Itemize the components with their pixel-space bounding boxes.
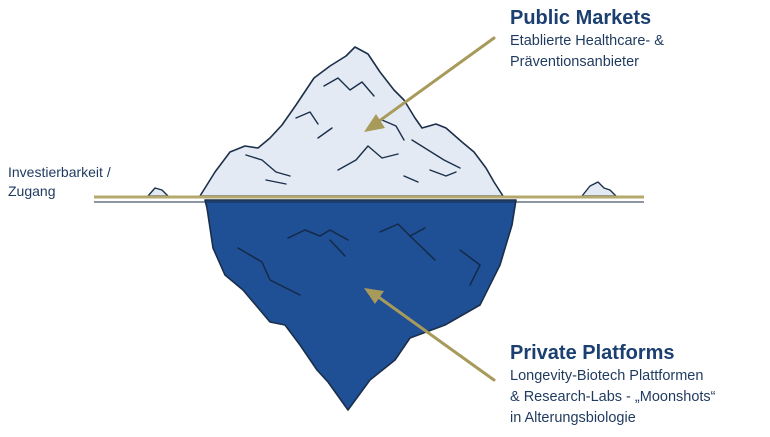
- public-markets-label: Public Markets Etablierte Healthcare- & …: [510, 6, 664, 72]
- arrow-private-platforms: [364, 288, 496, 382]
- underwater-crack-lines: [237, 223, 481, 296]
- public-markets-title: Public Markets: [510, 7, 652, 29]
- waterline-label-line1: Investierbarkeit /: [8, 164, 111, 180]
- ice-chunk-left: [147, 187, 169, 197]
- private-platforms-label: Private Platforms Longevity-Biotech Plat…: [510, 341, 716, 428]
- private-platforms-desc-line3: in Alterungsbiologie: [510, 410, 636, 426]
- private-platforms-title: Private Platforms: [510, 342, 675, 364]
- waterline-label-line2: Zugang: [8, 183, 56, 199]
- arrow-public-markets: [364, 36, 496, 132]
- public-markets-desc-line2: Präventionsanbieter: [510, 54, 639, 70]
- above-water-crack-lines: [245, 77, 461, 185]
- iceberg-above-water: [199, 46, 504, 197]
- iceberg-underwater: [204, 199, 517, 411]
- ice-chunk-right: [581, 181, 617, 197]
- private-platforms-desc-line1: Longevity-Biotech Plattformen: [510, 368, 704, 384]
- private-platforms-desc-line2: & Research-Labs - „Moonshots“: [510, 389, 716, 405]
- public-markets-desc-line1: Etablierte Healthcare- &: [510, 33, 664, 49]
- waterline-label: Investierbarkeit / Zugang: [8, 163, 111, 201]
